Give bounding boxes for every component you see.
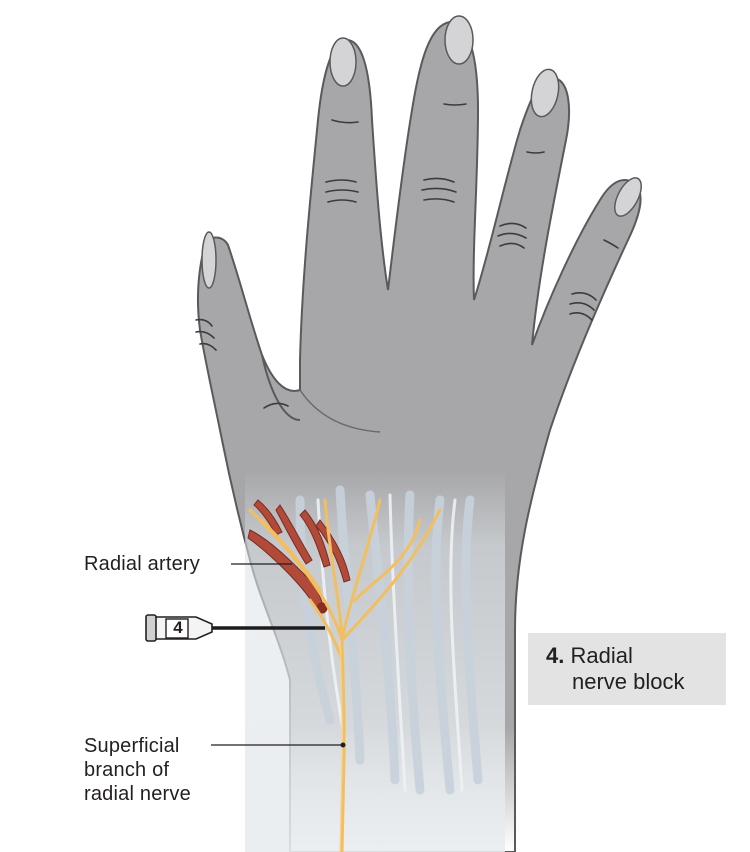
wrist-tendons [245,470,505,852]
needle [145,614,325,642]
nerve-block-title: 4. Radial nerve block [546,643,685,695]
nerve-block-title-line2: nerve block [572,669,685,694]
nerve-leader-dot [340,742,346,748]
label-superficial-line2: branch of [84,759,170,781]
thumb-web-crease [261,354,301,421]
nerve-block-label-box: 4. Radial nerve block [528,633,726,705]
needle-hub-end [145,614,157,642]
thumb-nail [201,231,217,289]
needle-number-box [165,618,189,639]
middle-nail [444,15,474,65]
superficial-radial-nerve [248,498,442,852]
fingernails [201,15,642,289]
nerve-highlight [339,639,343,852]
little-nail [614,177,642,217]
label-radial-artery: Radial artery [84,553,200,575]
nerve-block-title-line1: Radial [570,643,633,668]
label-superficial-branch: Superficial branch of radial nerve [84,734,191,806]
ring-nail [530,68,560,118]
radial-artery [247,499,351,614]
knuckle-line [299,389,381,433]
label-superficial-line1: Superficial [84,735,180,757]
index-nail [329,37,357,87]
needle-number: 4 [173,618,183,637]
nerve-block-number: 4. [546,643,565,668]
knuckle-creases [195,103,619,409]
label-superficial-line3: radial nerve [84,783,191,805]
